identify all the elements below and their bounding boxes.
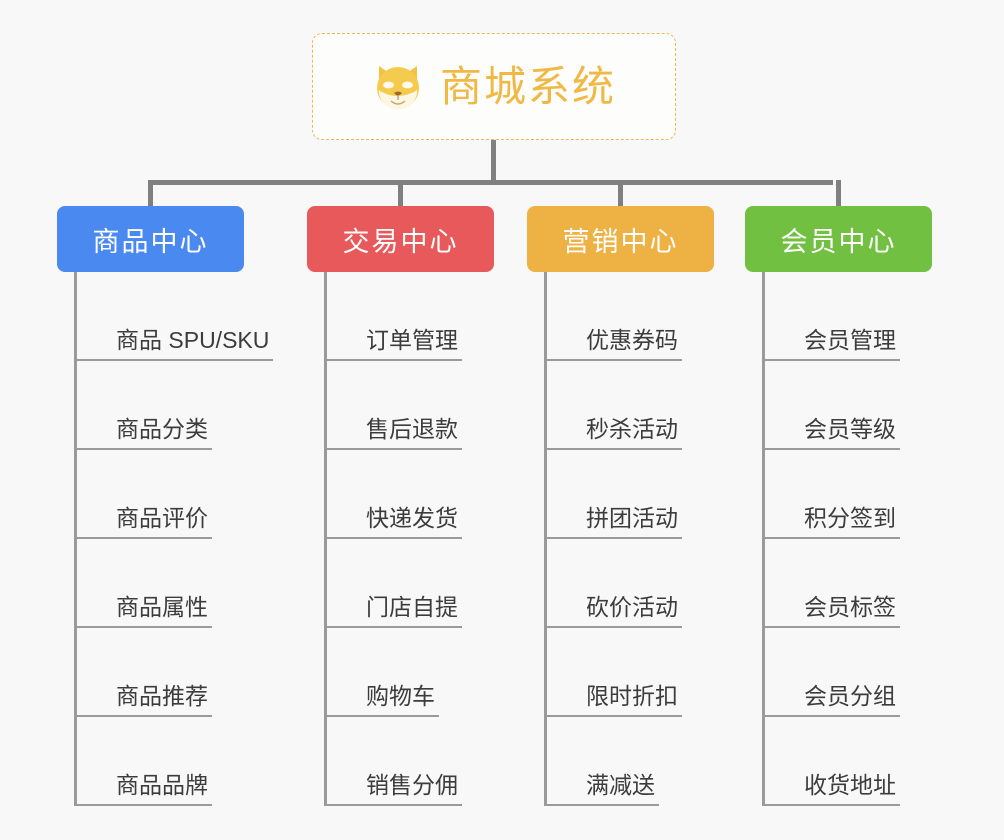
leaf-label: 商品分类	[116, 416, 208, 442]
leaf-underline	[324, 715, 439, 717]
leaf-underline	[544, 359, 682, 361]
leaf-underline	[324, 804, 462, 806]
leaf-label: 商品品牌	[116, 772, 208, 798]
leaf-underline	[762, 715, 900, 717]
leaf-item[interactable]: 满减送	[544, 717, 678, 806]
branch-2: 订单管理售后退款快递发货门店自提购物车销售分佣	[324, 272, 462, 806]
leaf-item[interactable]: 商品 SPU/SKU	[74, 272, 273, 361]
leaf-item[interactable]: 快递发货	[324, 450, 462, 539]
leaf-item[interactable]: 商品推荐	[74, 628, 269, 717]
leaf-item[interactable]: 砍价活动	[544, 539, 682, 628]
leaf-item[interactable]: 购物车	[324, 628, 458, 717]
leaf-item[interactable]: 会员分组	[762, 628, 900, 717]
category-label: 会员中心	[780, 226, 897, 257]
leaf-underline	[544, 448, 682, 450]
category-label: 商品中心	[92, 226, 209, 257]
leaf-label: 销售分佣	[366, 772, 458, 798]
branch-3: 优惠券码秒杀活动拼团活动砍价活动限时折扣满减送	[544, 272, 682, 806]
leaf-underline	[74, 804, 212, 806]
leaf-label: 积分签到	[804, 505, 896, 531]
leaf-label: 收货地址	[804, 772, 896, 798]
leaf-label: 秒杀活动	[586, 416, 678, 442]
connector-drop-3	[618, 180, 623, 208]
leaf-underline	[762, 359, 900, 361]
leaf-item[interactable]: 收货地址	[762, 717, 900, 806]
leaf-label: 会员标签	[804, 594, 896, 620]
leaf-item[interactable]: 订单管理	[324, 272, 462, 361]
root-title: 商城系统	[439, 62, 616, 110]
leaf-underline	[74, 448, 212, 450]
leaf-underline	[74, 626, 212, 628]
branch-spine	[544, 272, 547, 806]
connector-bus	[148, 180, 833, 185]
category-label: 交易中心	[342, 226, 459, 257]
branch-4: 会员管理会员等级积分签到会员标签会员分组收货地址	[762, 272, 900, 806]
leaf-underline	[544, 715, 682, 717]
leaf-item[interactable]: 优惠券码	[544, 272, 682, 361]
leaf-item[interactable]: 门店自提	[324, 539, 462, 628]
leaf-label: 限时折扣	[586, 683, 678, 709]
leaf-underline	[762, 537, 900, 539]
leaf-item[interactable]: 积分签到	[762, 450, 900, 539]
leaf-label: 商品属性	[116, 594, 208, 620]
leaf-label: 购物车	[366, 683, 435, 709]
shiba-dog-face-icon	[376, 65, 419, 110]
leaf-item[interactable]: 商品属性	[74, 539, 269, 628]
connector-stem	[491, 140, 496, 182]
category-label: 营销中心	[562, 226, 679, 257]
connector-drop-1	[148, 180, 153, 208]
leaf-underline	[544, 537, 682, 539]
leaf-label: 拼团活动	[586, 505, 678, 531]
leaf-item[interactable]: 销售分佣	[324, 717, 462, 806]
connector-drop-4	[836, 180, 841, 208]
branch-spine	[324, 272, 327, 806]
leaf-label: 订单管理	[366, 327, 458, 353]
leaf-item[interactable]: 商品分类	[74, 361, 269, 450]
leaf-label: 优惠券码	[586, 327, 678, 353]
leaf-label: 满减送	[586, 772, 655, 798]
category-box-3[interactable]: 营销中心	[527, 206, 714, 272]
leaf-label: 门店自提	[366, 594, 458, 620]
leaf-label: 售后退款	[366, 416, 458, 442]
leaf-item[interactable]: 秒杀活动	[544, 361, 682, 450]
leaf-label: 会员管理	[804, 327, 896, 353]
leaf-label: 快递发货	[366, 505, 458, 531]
category-box-4[interactable]: 会员中心	[745, 206, 932, 272]
leaf-underline	[324, 359, 462, 361]
leaf-underline	[762, 804, 900, 806]
leaf-item[interactable]: 商品评价	[74, 450, 269, 539]
leaf-label: 商品推荐	[116, 683, 208, 709]
leaf-underline	[74, 359, 273, 361]
root-node[interactable]: 商城系统	[312, 33, 676, 140]
branch-spine	[762, 272, 765, 806]
leaf-label: 砍价活动	[586, 594, 678, 620]
leaf-item[interactable]: 限时折扣	[544, 628, 682, 717]
leaf-underline	[762, 626, 900, 628]
leaf-underline	[544, 804, 659, 806]
leaf-underline	[544, 626, 682, 628]
category-box-1[interactable]: 商品中心	[57, 206, 244, 272]
leaf-item[interactable]: 会员等级	[762, 361, 900, 450]
leaf-item[interactable]: 商品品牌	[74, 717, 269, 806]
leaf-underline	[74, 715, 212, 717]
leaf-underline	[74, 537, 212, 539]
branch-spine	[74, 272, 77, 806]
leaf-label: 商品评价	[116, 505, 208, 531]
leaf-item[interactable]: 会员管理	[762, 272, 900, 361]
branch-1: 商品 SPU/SKU 商品分类商品评价商品属性商品推荐商品品牌	[74, 272, 273, 806]
leaf-item[interactable]: 会员标签	[762, 539, 900, 628]
leaf-item[interactable]: 售后退款	[324, 361, 462, 450]
leaf-label: 会员等级	[804, 416, 896, 442]
leaf-label: 会员分组	[804, 683, 896, 709]
leaf-underline	[324, 448, 462, 450]
leaf-underline	[762, 448, 900, 450]
leaf-item[interactable]: 拼团活动	[544, 450, 682, 539]
leaf-underline	[324, 626, 462, 628]
leaf-label: 商品 SPU/SKU	[116, 327, 270, 353]
leaf-underline	[324, 537, 462, 539]
connector-drop-2	[398, 180, 403, 208]
category-box-2[interactable]: 交易中心	[307, 206, 494, 272]
